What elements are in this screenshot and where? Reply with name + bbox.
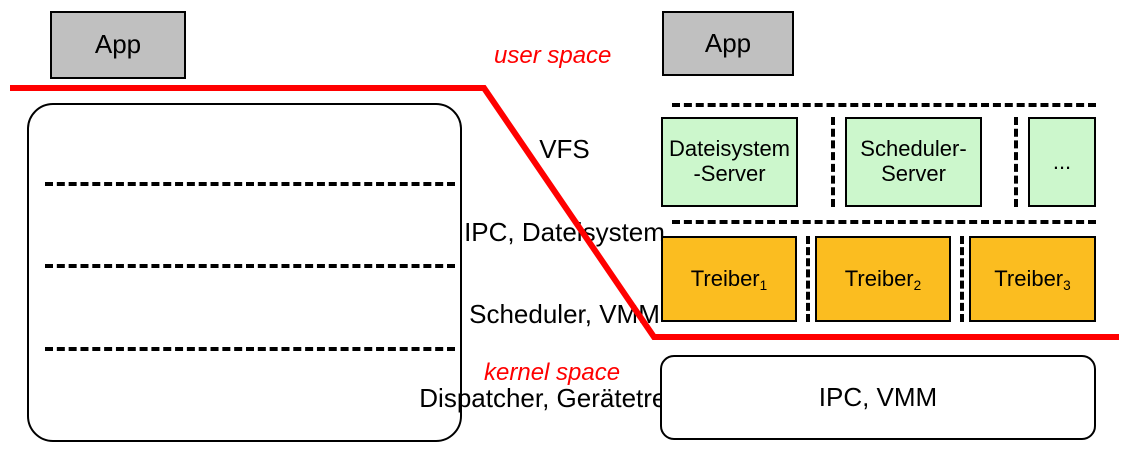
server-separator-1 xyxy=(831,117,835,207)
driver-label-2: Treiber2 xyxy=(844,265,922,294)
mono-separator-3 xyxy=(45,347,455,351)
driver-name-3: Treiber xyxy=(994,265,1064,291)
driver-box-2: Treiber2 xyxy=(815,236,951,322)
app-box-monolithic: App xyxy=(50,11,186,79)
server-label-ellipsis: ... xyxy=(1052,148,1072,174)
microkernel-dash-below-servers xyxy=(672,220,1096,224)
driver-index-1: 1 xyxy=(759,278,768,294)
app-label-monolithic: App xyxy=(94,29,142,60)
user-space-label: user space xyxy=(494,42,612,69)
server-label-filesystem-line2: -Server xyxy=(693,161,766,186)
microkernel-base-label: IPC, VMM xyxy=(818,381,938,412)
driver-separator-2 xyxy=(960,236,964,322)
server-box-scheduler: Scheduler- Server xyxy=(845,117,982,207)
kernel-space-label: kernel space xyxy=(484,359,621,386)
driver-box-3: Treiber3 xyxy=(969,236,1096,322)
driver-separator-1 xyxy=(806,236,810,322)
mono-separator-1 xyxy=(45,182,455,186)
server-separator-2 xyxy=(1014,117,1018,207)
server-label-scheduler-line2: Server xyxy=(881,161,946,186)
driver-label-3: Treiber3 xyxy=(994,265,1071,294)
driver-index-2: 2 xyxy=(913,278,922,294)
driver-name-1: Treiber xyxy=(690,265,760,291)
server-box-filesystem: Dateisystem -Server xyxy=(661,117,798,207)
driver-index-3: 3 xyxy=(1063,278,1071,294)
mono-separator-2 xyxy=(45,264,455,268)
server-label-scheduler-line1: Scheduler- xyxy=(860,136,967,162)
server-box-ellipsis: ... xyxy=(1028,117,1096,207)
driver-label-1: Treiber1 xyxy=(690,265,768,294)
app-box-microkernel: App xyxy=(662,11,794,76)
microkernel-dash-above-servers xyxy=(672,103,1096,107)
server-label-filesystem-line1: Dateisystem xyxy=(668,136,791,162)
driver-name-2: Treiber xyxy=(844,265,914,291)
app-label-microkernel: App xyxy=(704,27,752,58)
driver-box-1: Treiber1 xyxy=(661,236,797,322)
microkernel-base-box: IPC, VMM xyxy=(660,355,1096,440)
